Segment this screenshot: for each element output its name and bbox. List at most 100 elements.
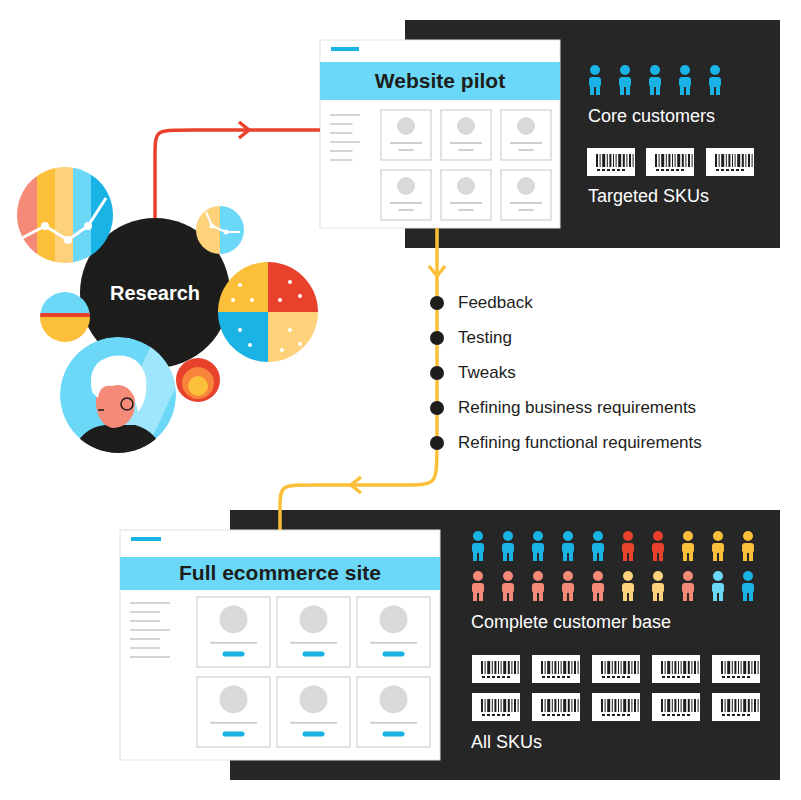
chart-circle	[15, 165, 116, 265]
chart-line	[22, 198, 106, 240]
bar	[691, 661, 692, 674]
sidebar-lines	[330, 114, 360, 161]
bar	[503, 699, 506, 712]
digit-mark	[567, 714, 570, 716]
barcode	[712, 693, 760, 721]
person-icon	[472, 531, 484, 561]
bar	[694, 699, 696, 712]
digit-mark	[547, 714, 550, 716]
leg	[650, 84, 654, 95]
digit-mark	[612, 169, 615, 171]
browser-window	[320, 40, 560, 228]
head	[710, 65, 720, 75]
product-card	[501, 170, 551, 220]
bar	[614, 661, 616, 674]
person-icon	[649, 65, 661, 95]
product-card	[277, 597, 350, 667]
bar	[752, 154, 753, 167]
window-frame	[320, 40, 560, 228]
bar	[494, 661, 496, 674]
barcode	[646, 148, 694, 176]
card-frame	[441, 170, 491, 220]
bar	[719, 154, 720, 167]
bar	[721, 699, 723, 712]
product-cards	[381, 110, 551, 220]
step-label: Testing	[458, 328, 512, 348]
card-line	[390, 142, 422, 144]
bar	[629, 154, 631, 167]
digit-mark	[727, 676, 730, 678]
bar	[727, 699, 730, 712]
card-button	[223, 732, 245, 737]
scatter-dot	[238, 283, 242, 287]
head	[653, 531, 663, 541]
digit-mark	[497, 676, 500, 678]
card-image	[380, 685, 408, 713]
bar	[737, 154, 740, 167]
leg	[683, 550, 687, 561]
head	[503, 531, 513, 541]
digit-mark	[622, 169, 625, 171]
bar	[628, 699, 630, 712]
sidebar-line	[330, 141, 360, 143]
digit-mark	[617, 676, 620, 678]
chart-line	[206, 212, 240, 232]
head	[623, 531, 633, 541]
leg	[680, 84, 684, 95]
person-icon	[622, 531, 634, 561]
digit-mark	[737, 676, 740, 678]
half	[40, 292, 90, 317]
bar	[661, 661, 663, 674]
leg	[749, 590, 753, 601]
node-title: Research	[110, 281, 200, 305]
barcode	[532, 655, 580, 683]
barcode	[592, 693, 640, 721]
bar	[607, 154, 608, 167]
digit-mark	[741, 169, 744, 171]
person-icon	[709, 65, 721, 95]
ring	[182, 367, 214, 399]
dark-panel: Complete customer baseAll SKUs	[230, 510, 780, 780]
chart-dot	[84, 222, 92, 230]
card-line	[290, 642, 337, 644]
barcode-label	[652, 693, 700, 721]
card-frame	[197, 677, 270, 747]
head	[593, 531, 603, 541]
person-icon	[589, 65, 601, 95]
head	[743, 531, 753, 541]
card-image	[517, 177, 535, 195]
barcode-label	[472, 655, 520, 683]
barcode	[472, 655, 520, 683]
digit-mark	[747, 714, 750, 716]
hair	[91, 355, 146, 412]
person-icon	[712, 571, 724, 601]
leg	[719, 550, 723, 561]
bar	[672, 661, 673, 674]
step-label: Refining business requirements	[458, 398, 696, 418]
bullet-dot	[430, 331, 444, 345]
leg	[626, 84, 630, 95]
bullet-dot	[430, 401, 444, 415]
bar	[596, 154, 598, 167]
digit-mark	[502, 714, 505, 716]
window-frame	[120, 530, 440, 760]
digit-mark	[562, 676, 565, 678]
person-icon	[592, 531, 604, 561]
bar	[674, 699, 676, 712]
stripe	[73, 165, 91, 265]
digit-mark	[607, 676, 610, 678]
digit-mark	[656, 169, 659, 171]
bar	[511, 661, 512, 674]
scatter-dot	[278, 298, 282, 302]
research-illustration	[15, 165, 318, 460]
leg	[653, 550, 657, 561]
card-frame	[381, 170, 431, 220]
text-holder: Website pilot	[320, 68, 560, 93]
bar	[681, 699, 682, 712]
person-icon	[502, 531, 514, 561]
digit-mark	[687, 714, 690, 716]
connector-line	[155, 130, 320, 218]
bar	[623, 699, 626, 712]
bar	[661, 154, 664, 167]
leg	[659, 550, 663, 561]
